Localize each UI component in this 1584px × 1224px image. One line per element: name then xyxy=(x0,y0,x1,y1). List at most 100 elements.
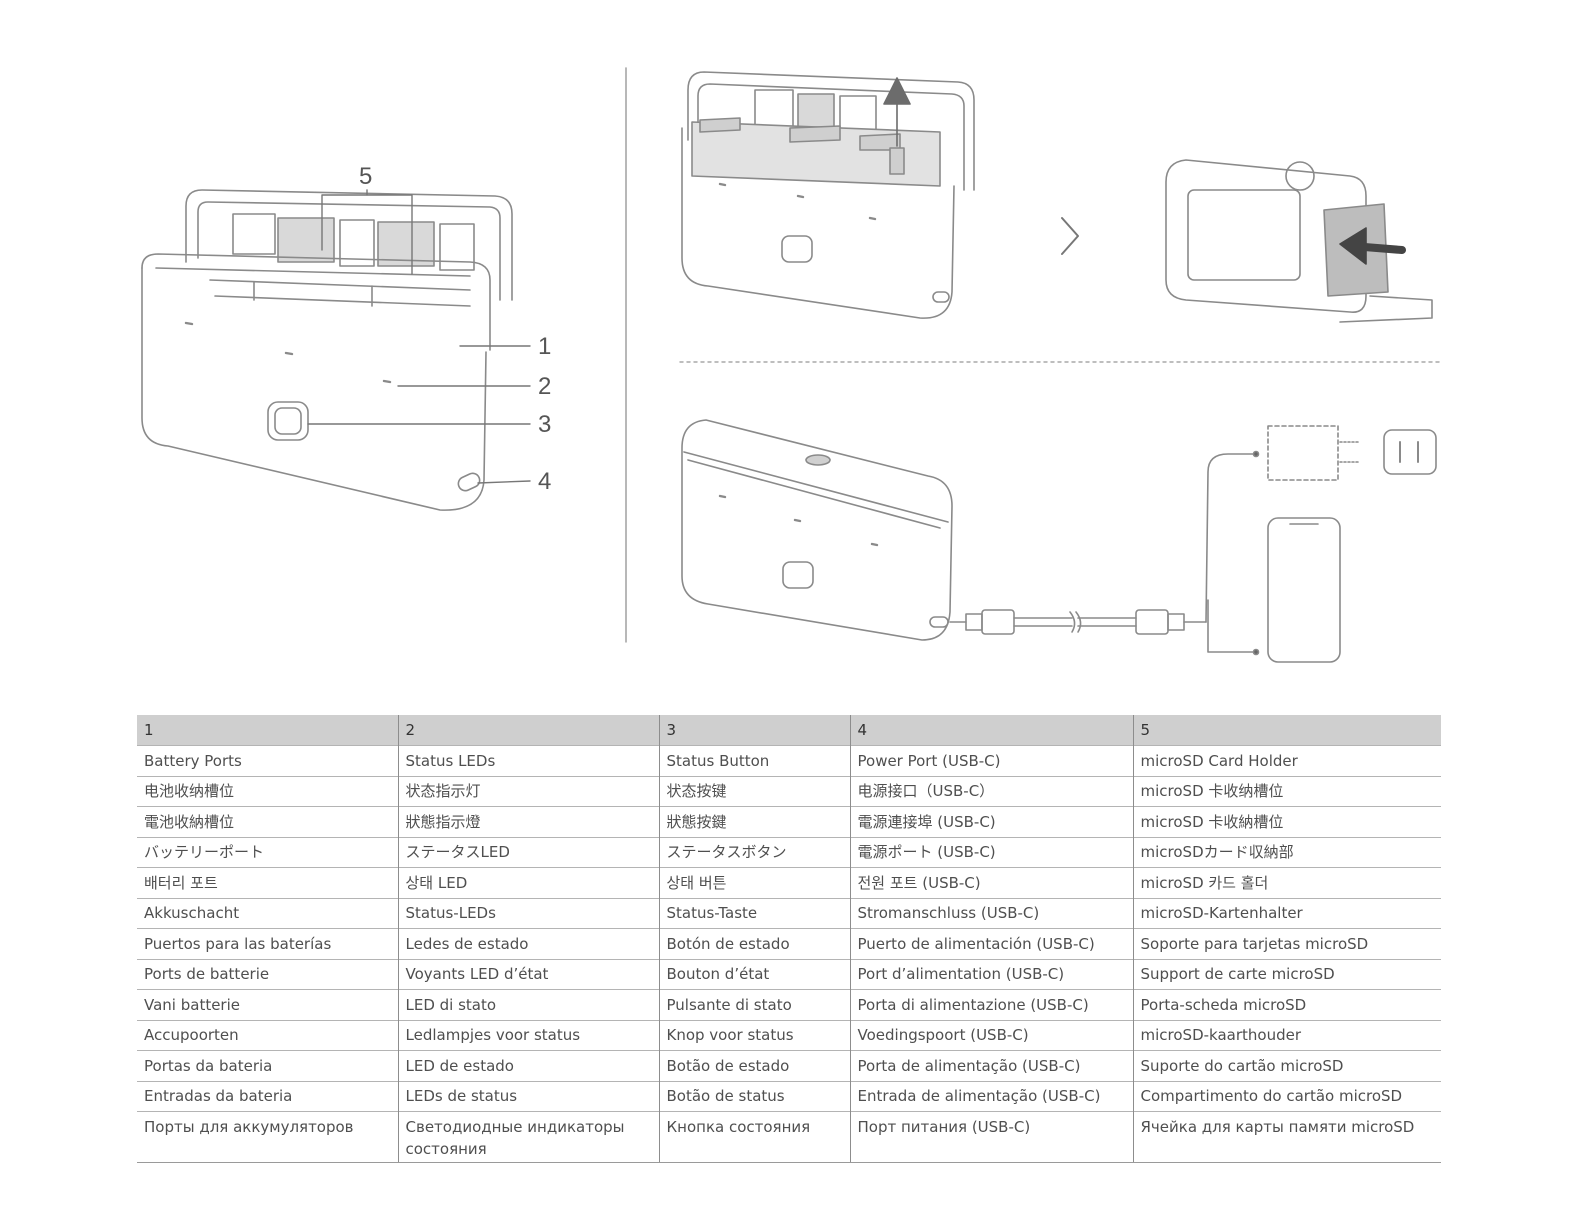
callout-4: 4 xyxy=(538,468,551,495)
table-cell: Bouton d’état xyxy=(659,958,851,990)
illustration-svg: 5 1 2 3 4 xyxy=(141,67,1441,663)
table-cell: Светодиодные индикаторы состояния xyxy=(398,1111,660,1163)
table-header-cell: 2 xyxy=(398,715,660,746)
callout-3: 3 xyxy=(538,411,551,438)
table-header-cell: 3 xyxy=(659,715,851,746)
table-cell: Pulsante di stato xyxy=(659,989,851,1020)
table-cell: Status-LEDs xyxy=(398,897,660,929)
table-cell: Akkuschacht xyxy=(137,897,399,929)
table-cell: Ledlampjes voor status xyxy=(398,1019,660,1051)
callout-5: 5 xyxy=(359,163,372,190)
table-row: 电池收纳槽位状态指示灯状态按键电源接口（USB-C）microSD 卡收纳槽位 xyxy=(137,775,1441,807)
table-cell: Entrada de alimentação (USB-C) xyxy=(850,1080,1134,1112)
table-cell: microSD-Kartenhalter xyxy=(1133,897,1441,929)
table-cell: Porta de alimentação (USB-C) xyxy=(850,1050,1134,1081)
table-cell: 電源ポート (USB-C) xyxy=(850,836,1134,868)
table-cell: Porta-scheda microSD xyxy=(1133,989,1441,1020)
callout-2: 2 xyxy=(538,373,551,400)
table-cell: Порт питания (USB-C) xyxy=(850,1111,1134,1163)
table-cell: LEDs de status xyxy=(398,1080,660,1112)
table-header-cell: 4 xyxy=(850,715,1134,746)
table-cell: Puertos para las baterías xyxy=(137,928,399,959)
table-cell: 상태 버튼 xyxy=(659,867,851,898)
table-cell: Soporte para tarjetas microSD xyxy=(1133,928,1441,959)
table-cell: microSD 카드 홀더 xyxy=(1133,867,1441,898)
table-cell: microSDカード収納部 xyxy=(1133,836,1441,868)
table-cell: microSD 卡收纳槽位 xyxy=(1133,775,1441,807)
table-cell: LED de estado xyxy=(398,1050,660,1081)
table-cell: ステータスボタン xyxy=(659,836,851,868)
case-card-removal xyxy=(681,71,975,319)
table-cell: 狀態按鍵 xyxy=(659,806,851,837)
table-cell: Entradas da bateria xyxy=(137,1080,399,1112)
table-cell: Кнопка состояния xyxy=(659,1111,851,1163)
table-cell: microSD 卡收納槽位 xyxy=(1133,806,1441,837)
table-cell: Ports de batterie xyxy=(137,958,399,990)
product-illustration: 5 1 2 3 4 xyxy=(141,67,1441,663)
table-cell: Botão de status xyxy=(659,1080,851,1112)
table-cell: 电池收纳槽位 xyxy=(137,775,399,807)
table-cell: Voedingspoort (USB-C) xyxy=(850,1019,1134,1051)
table-row: 電池收納槽位狀態指示燈狀態按鍵電源連接埠 (USB-C)microSD 卡收納槽… xyxy=(137,806,1441,837)
table-cell: 状态指示灯 xyxy=(398,775,660,807)
table-cell: Port d’alimentation (USB-C) xyxy=(850,958,1134,990)
table-cell: microSD Card Holder xyxy=(1133,745,1441,776)
table-cell: 배터리 포트 xyxy=(137,867,399,898)
charging-case-open xyxy=(141,189,513,511)
table-cell: Compartimento do cartão microSD xyxy=(1133,1080,1441,1112)
table-cell: Battery Ports xyxy=(137,745,399,776)
table-cell: Botão de estado xyxy=(659,1050,851,1081)
table-cell: Porta di alimentazione (USB-C) xyxy=(850,989,1134,1020)
table-cell: Ledes de estado xyxy=(398,928,660,959)
table-cell: Portas da bateria xyxy=(137,1050,399,1081)
callout-1: 1 xyxy=(538,333,551,360)
table-cell: Status-Taste xyxy=(659,897,851,929)
table-cell: Power Port (USB-C) xyxy=(850,745,1134,776)
table-cell: Botón de estado xyxy=(659,928,851,959)
table-cell: microSD-kaarthouder xyxy=(1133,1019,1441,1051)
table-cell: Vani batterie xyxy=(137,989,399,1020)
table-cell: 電源連接埠 (USB-C) xyxy=(850,806,1134,837)
camera-card-insert xyxy=(1165,159,1433,323)
table-cell: 전원 포트 (USB-C) xyxy=(850,867,1134,898)
table-cell: 상태 LED xyxy=(398,867,660,898)
callout-leaders xyxy=(307,189,531,484)
table-cell: Knop voor status xyxy=(659,1019,851,1051)
table-cell: Puerto de alimentación (USB-C) xyxy=(850,928,1134,959)
callout-labels: 5 1 2 3 4 xyxy=(359,163,551,495)
table-cell: Support de carte microSD xyxy=(1133,958,1441,990)
table-cell: Accupoorten xyxy=(137,1019,399,1051)
table-cell: ステータスLED xyxy=(398,836,660,868)
table-cell: Порты для аккумуляторов xyxy=(137,1111,399,1163)
next-step-chevron xyxy=(1061,217,1079,255)
table-cell: LED di stato xyxy=(398,989,660,1020)
table-cell: 电源接口（USB-C） xyxy=(850,775,1134,807)
table-cell: Voyants LED d’état xyxy=(398,958,660,990)
table-cell: Status LEDs xyxy=(398,745,660,776)
table-cell: Ячейка для карты памяти microSD xyxy=(1133,1111,1441,1163)
table-cell: バッテリーポート xyxy=(137,836,399,868)
table-cell: 状态按键 xyxy=(659,775,851,807)
table-cell: 電池收納槽位 xyxy=(137,806,399,837)
table-cell: Status Button xyxy=(659,745,851,776)
case-charging xyxy=(681,419,1437,663)
table-header-row: 1 2 3 4 5 xyxy=(137,715,1441,746)
table-cell: 狀態指示燈 xyxy=(398,806,660,837)
table-header-cell: 5 xyxy=(1133,715,1441,746)
table-cell: Stromanschluss (USB-C) xyxy=(850,897,1134,929)
table-header-cell: 1 xyxy=(137,715,399,746)
